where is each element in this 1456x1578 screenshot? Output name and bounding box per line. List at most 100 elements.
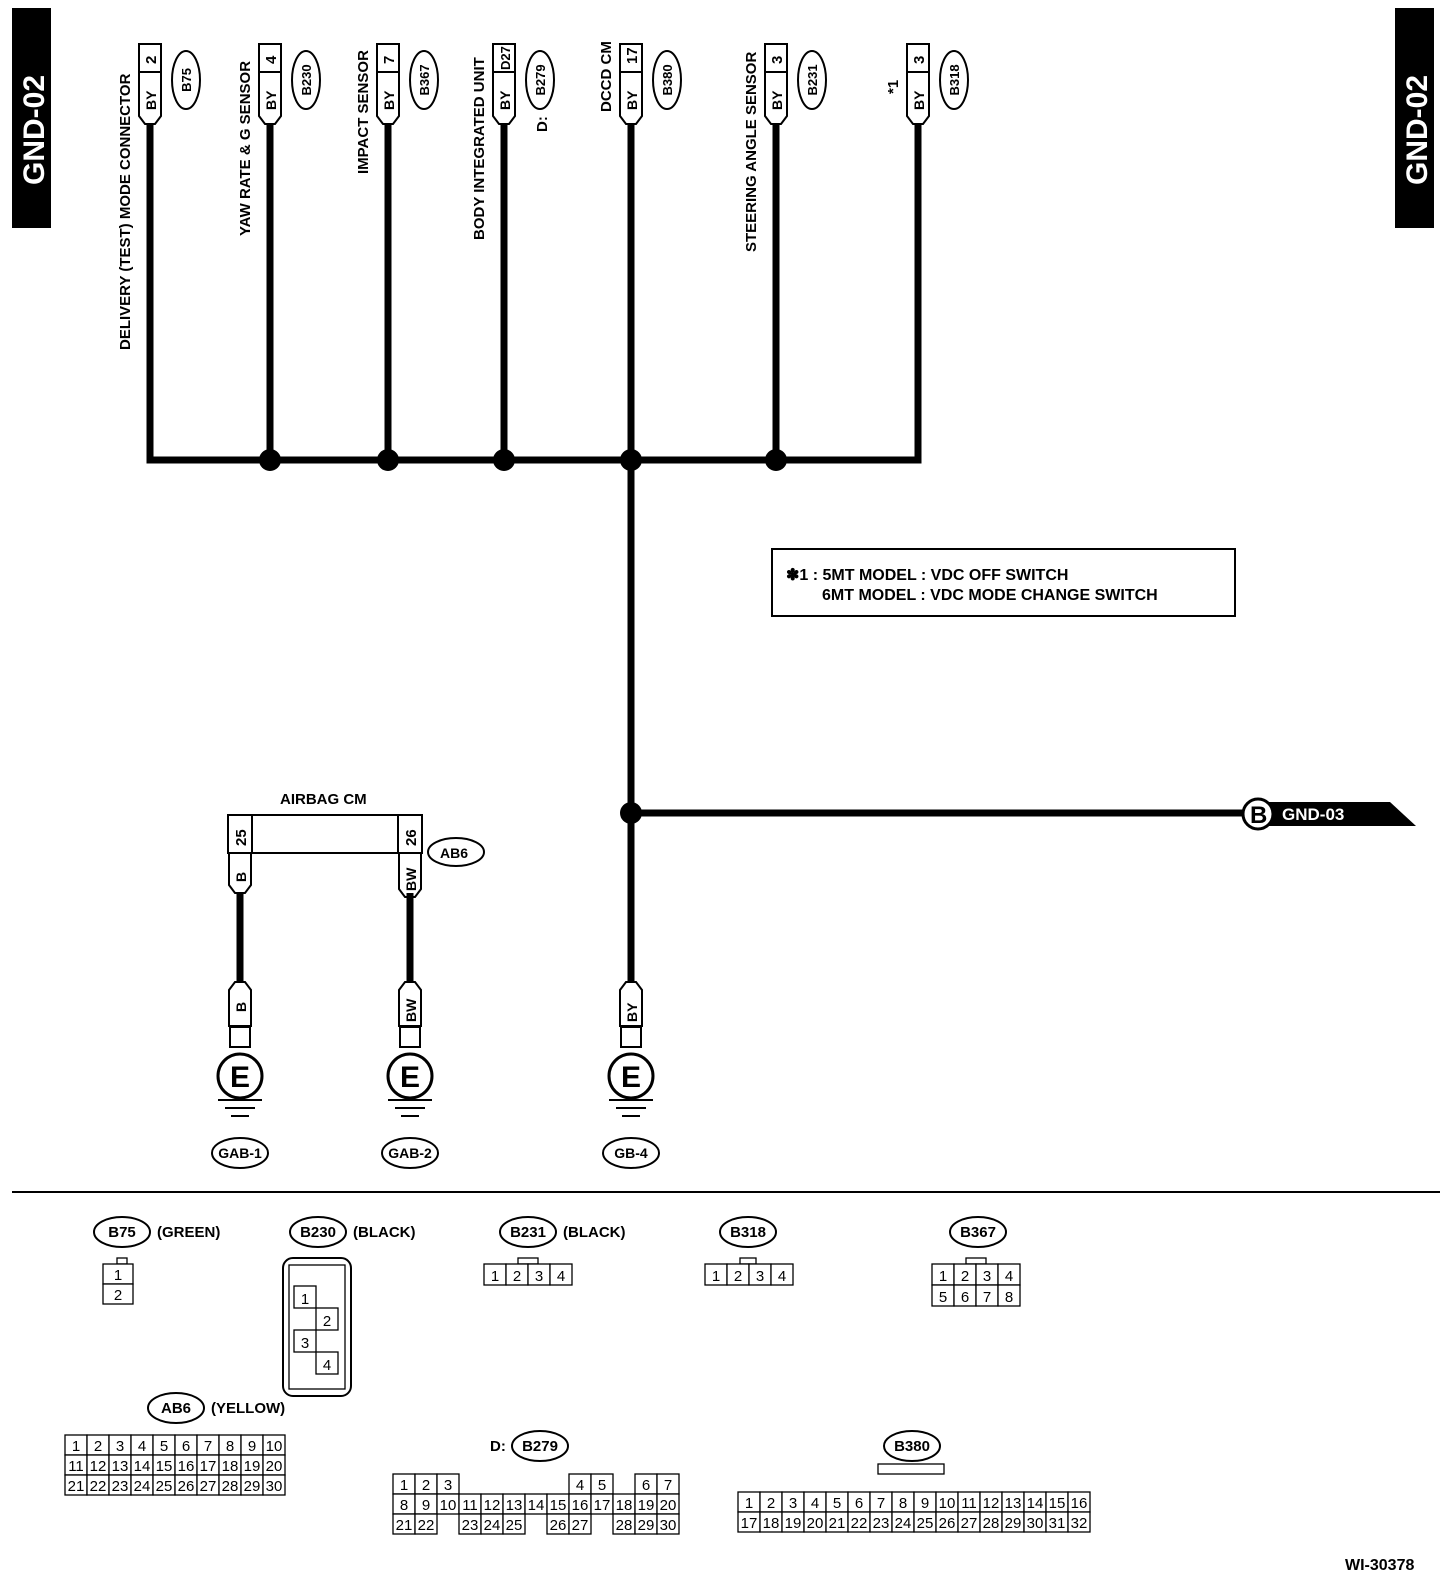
pin-number: 28 (616, 1517, 633, 1534)
pin-number: 1 (400, 1477, 408, 1494)
pin-number: 27 (961, 1515, 978, 1532)
component-prefix: D: (534, 116, 551, 132)
connector-view-color: (YELLOW) (211, 1400, 285, 1417)
pin-number: 20 (660, 1497, 677, 1514)
component-wire-color: BY (143, 90, 159, 110)
pin-number: 12 (484, 1497, 501, 1514)
component-pin: 7 (381, 56, 398, 64)
pin-number: 4 (557, 1268, 565, 1285)
pin-number: 21 (396, 1517, 413, 1534)
ground-symbol: E (230, 1061, 250, 1094)
pin-number: 14 (1027, 1495, 1044, 1512)
airbag-connector-id: AB6 (440, 845, 468, 861)
pin-number: 19 (244, 1458, 261, 1475)
pin-number: 29 (1005, 1515, 1022, 1532)
pin-number: 3 (983, 1268, 991, 1285)
component-name: IMPACT SENSOR (355, 50, 372, 174)
pin-number: 1 (491, 1268, 499, 1285)
page-tag-right: GND-02 (1395, 8, 1434, 228)
pin-number: 6 (855, 1495, 863, 1512)
pin-number: 1 (301, 1291, 309, 1308)
component-name: YAW RATE & G SENSOR (237, 61, 254, 236)
page-tag-left-text: GND-02 (18, 75, 51, 185)
pin-number: 5 (833, 1495, 841, 1512)
pin-number: 10 (266, 1438, 283, 1455)
pin-number: 23 (462, 1517, 479, 1534)
component-wire-color: BY (381, 90, 397, 110)
pin-number: 7 (983, 1289, 991, 1306)
pin-number: 9 (921, 1495, 929, 1512)
pin-number: 9 (422, 1497, 430, 1514)
component-name: BODY INTEGRATED UNIT (471, 57, 488, 240)
pin-number: 1 (939, 1268, 947, 1285)
pin-number: 12 (90, 1458, 107, 1475)
pin-number: 2 (323, 1313, 331, 1330)
connector-view-id: B367 (960, 1224, 996, 1241)
ground-wire-color: BY (624, 1002, 640, 1022)
pin-number: 12 (983, 1495, 1000, 1512)
pin-number: 5 (160, 1438, 168, 1455)
pin-number: 10 (440, 1497, 457, 1514)
pin-number: 30 (1027, 1515, 1044, 1532)
pin-number: 26 (939, 1515, 956, 1532)
pin-number: 2 (961, 1268, 969, 1285)
pin-number: 1 (72, 1438, 80, 1455)
ground-bus (146, 124, 1245, 982)
pin-number: 1 (745, 1495, 753, 1512)
pin-number: 1 (712, 1268, 720, 1285)
pin-number: 17 (741, 1515, 758, 1532)
pin-number: 2 (767, 1495, 775, 1512)
pin-number: 5 (939, 1289, 947, 1306)
component-connector-id: B230 (299, 64, 314, 95)
pin-number: 6 (642, 1477, 650, 1494)
component-name: STEERING ANGLE SENSOR (743, 52, 760, 252)
pin-number: 2 (94, 1438, 102, 1455)
pin-number: 25 (156, 1478, 173, 1495)
pin-number: 30 (660, 1517, 677, 1534)
connector-view-B75: B75(GREEN)12 (93, 1216, 220, 1305)
offpage-letter: B (1250, 802, 1267, 829)
pin-number: 4 (576, 1477, 584, 1494)
pin-number: 20 (807, 1515, 824, 1532)
connector-view-id: B231 (510, 1224, 546, 1241)
pin-number: 14 (528, 1497, 545, 1514)
pin-number: 8 (400, 1497, 408, 1514)
component-pin: 3 (911, 56, 928, 64)
pin-number: 6 (961, 1289, 969, 1306)
pin-number: 2 (114, 1287, 122, 1304)
pin-number: 4 (1005, 1268, 1013, 1285)
connector-view-color: (BLACK) (563, 1224, 625, 1241)
pin-number: 25 (917, 1515, 934, 1532)
component-pin: 4 (263, 55, 280, 64)
pin-number: 19 (785, 1515, 802, 1532)
pin-number: 16 (178, 1458, 195, 1475)
connector-view-color: (BLACK) (353, 1224, 415, 1241)
pin-number: 15 (550, 1497, 567, 1514)
pin-number: 30 (266, 1478, 283, 1495)
pin-number: 16 (1071, 1495, 1088, 1512)
connector-view-id: B75 (108, 1224, 136, 1241)
pin-number: 5 (598, 1477, 606, 1494)
model-note-line2: 6MT MODEL : VDC MODE CHANGE SWITCH (822, 587, 1158, 604)
component-wire-color: BY (769, 90, 785, 110)
pin-number: 32 (1071, 1515, 1088, 1532)
offpage-connector-gnd03: B GND-03 (1241, 797, 1416, 831)
pin-number: 8 (1005, 1289, 1013, 1306)
pin-number: 3 (301, 1335, 309, 1352)
pin-number: 1 (114, 1267, 122, 1284)
pin-number: 4 (778, 1268, 786, 1285)
pin-number: 14 (134, 1458, 151, 1475)
pin-number: 20 (266, 1458, 283, 1475)
pin-number: 28 (983, 1515, 1000, 1532)
